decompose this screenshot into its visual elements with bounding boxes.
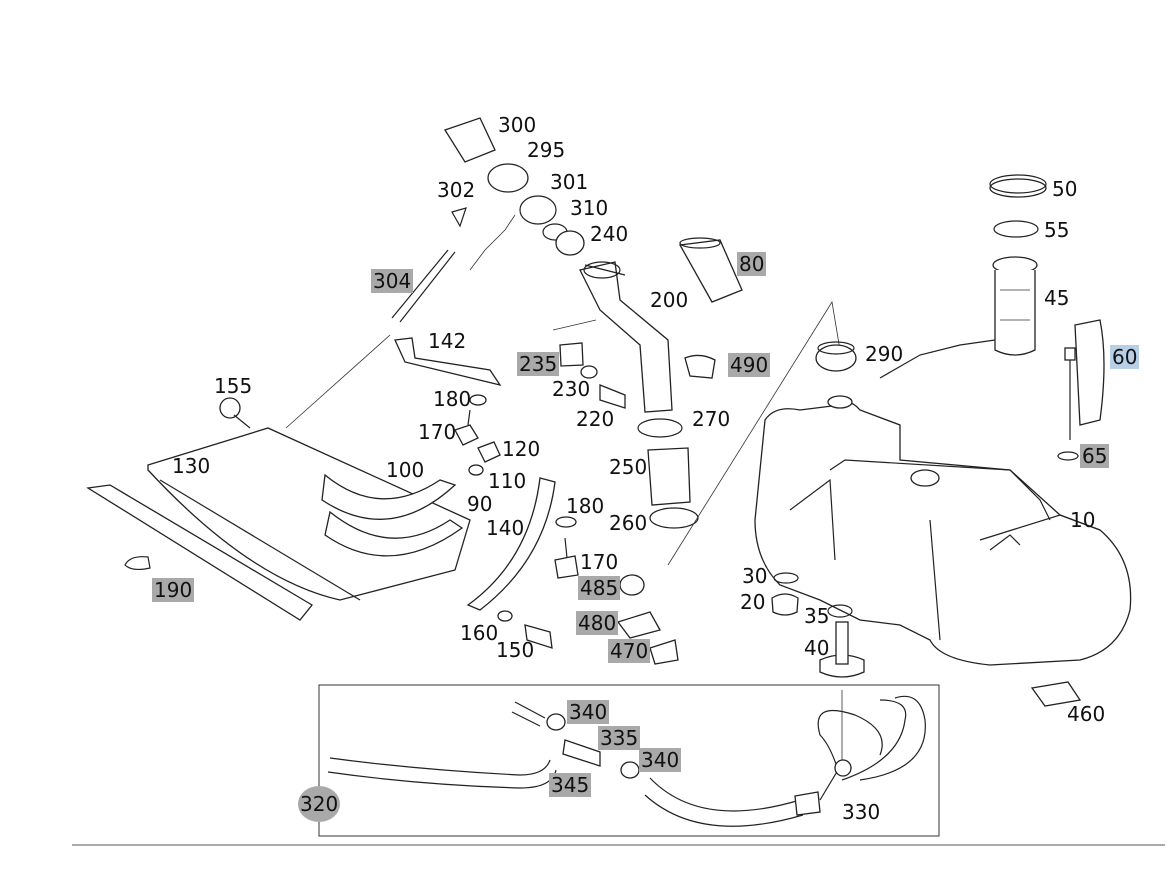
label-190[interactable]: 190 bbox=[152, 578, 195, 602]
label-340-upper[interactable]: 340 bbox=[567, 700, 610, 724]
label-142: 142 bbox=[428, 329, 467, 353]
label-460: 460 bbox=[1067, 702, 1106, 726]
label-110: 110 bbox=[488, 469, 527, 493]
label-260: 260 bbox=[609, 511, 648, 535]
label-130: 130 bbox=[172, 454, 211, 478]
label-270: 270 bbox=[692, 407, 731, 431]
label-200: 200 bbox=[650, 288, 689, 312]
label-302: 302 bbox=[437, 178, 476, 202]
bolt-150-drawing bbox=[524, 624, 553, 649]
pad-460-drawing bbox=[1030, 681, 1082, 707]
label-170-lower: 170 bbox=[580, 550, 619, 574]
label-304[interactable]: 304 bbox=[371, 269, 414, 293]
label-220: 220 bbox=[576, 407, 615, 431]
label-150: 150 bbox=[496, 638, 535, 662]
hose-250-drawing bbox=[637, 418, 699, 529]
label-345[interactable]: 345 bbox=[549, 773, 592, 797]
label-40: 40 bbox=[804, 636, 830, 660]
label-230: 230 bbox=[552, 377, 591, 401]
label-20: 20 bbox=[740, 590, 766, 614]
filter-drawing bbox=[678, 237, 743, 303]
label-35: 35 bbox=[804, 604, 830, 628]
label-290: 290 bbox=[865, 342, 904, 366]
label-320[interactable]: 320 bbox=[298, 786, 341, 822]
cap-290-drawing bbox=[815, 341, 857, 372]
label-170-upper: 170 bbox=[418, 420, 457, 444]
label-60[interactable]: 60 bbox=[1110, 345, 1140, 369]
label-490[interactable]: 490 bbox=[728, 353, 771, 377]
label-300: 300 bbox=[498, 113, 537, 137]
label-295: 295 bbox=[527, 138, 566, 162]
level-sender-drawing bbox=[1057, 319, 1105, 461]
label-335[interactable]: 335 bbox=[598, 726, 641, 750]
strap-140-drawing bbox=[466, 477, 556, 611]
label-65[interactable]: 65 bbox=[1080, 444, 1110, 468]
bolt-170b-drawing bbox=[554, 537, 579, 579]
label-485[interactable]: 485 bbox=[578, 576, 621, 600]
label-250: 250 bbox=[609, 455, 648, 479]
label-55: 55 bbox=[1044, 218, 1070, 242]
bolt-170-drawing bbox=[454, 409, 479, 446]
label-10: 10 bbox=[1070, 508, 1096, 532]
label-480[interactable]: 480 bbox=[576, 611, 619, 635]
label-470[interactable]: 470 bbox=[608, 639, 651, 663]
fuel-tank-drawing bbox=[754, 395, 1132, 666]
hose-kit-drawing bbox=[327, 690, 926, 827]
label-240: 240 bbox=[590, 222, 629, 246]
label-45: 45 bbox=[1044, 286, 1070, 310]
label-160: 160 bbox=[460, 621, 499, 645]
pipe-304-drawing bbox=[391, 249, 456, 323]
hose-kit-frame bbox=[318, 684, 940, 837]
label-90: 90 bbox=[467, 492, 493, 516]
label-235[interactable]: 235 bbox=[517, 352, 560, 376]
label-330: 330 bbox=[842, 800, 881, 824]
label-310: 310 bbox=[570, 196, 609, 220]
bolt-155-drawing bbox=[219, 397, 251, 429]
strap-100b-drawing bbox=[324, 510, 464, 557]
label-301: 301 bbox=[550, 170, 589, 194]
label-120: 120 bbox=[502, 437, 541, 461]
heat-shield-drawing bbox=[86, 427, 471, 621]
filler-pipe-drawing bbox=[444, 117, 673, 413]
label-80[interactable]: 80 bbox=[737, 252, 767, 276]
strap-100-drawing bbox=[321, 473, 457, 520]
label-180-lower: 180 bbox=[566, 494, 605, 518]
clip-190-drawing bbox=[124, 556, 151, 571]
label-180-upper: 180 bbox=[433, 387, 472, 411]
label-50: 50 bbox=[1052, 177, 1078, 201]
label-30: 30 bbox=[742, 564, 768, 588]
label-340-lower[interactable]: 340 bbox=[639, 748, 682, 772]
bracket-142-drawing bbox=[394, 337, 502, 387]
label-155: 155 bbox=[214, 374, 253, 398]
label-140: 140 bbox=[486, 516, 525, 540]
fuel-pump-drawing bbox=[879, 174, 1047, 379]
label-100: 100 bbox=[386, 458, 425, 482]
